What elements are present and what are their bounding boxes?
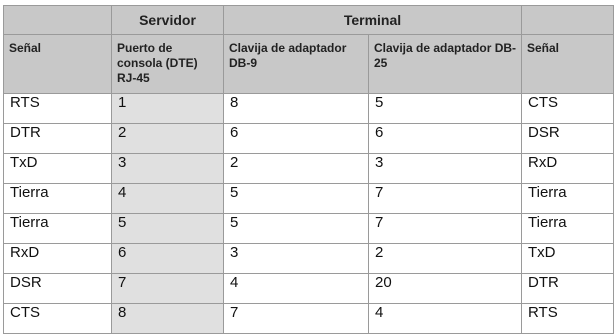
db25-pin-cell: 7 xyxy=(368,183,522,214)
rj45-pin-cell: 3 xyxy=(111,153,224,184)
db9-pin-cell: 8 xyxy=(223,93,369,124)
signal-terminal-cell: DSR xyxy=(521,123,614,154)
signal-terminal-cell: Tierra xyxy=(521,183,614,214)
table-row: RxD 6 3 2 TxD xyxy=(3,243,614,274)
db9-pin-cell: 5 xyxy=(223,213,369,244)
signal-terminal-cell: DTR xyxy=(521,273,614,304)
signal-server-cell: DTR xyxy=(3,123,112,154)
db9-pin-cell: 4 xyxy=(223,273,369,304)
db25-pin-cell: 3 xyxy=(368,153,522,184)
db25-pin-cell: 4 xyxy=(368,303,522,334)
db25-pin-cell: 2 xyxy=(368,243,522,274)
signal-server-cell: DSR xyxy=(3,273,112,304)
db25-pin-cell: 20 xyxy=(368,273,522,304)
signal-server-cell: CTS xyxy=(3,303,112,334)
signal-terminal-cell: RxD xyxy=(521,153,614,184)
signal-server-cell: RTS xyxy=(3,93,112,124)
rj45-pin-cell: 5 xyxy=(111,213,224,244)
signal-terminal-cell: RTS xyxy=(521,303,614,334)
signal-server-cell: Tierra xyxy=(3,183,112,214)
rj45-pin-cell: 7 xyxy=(111,273,224,304)
rj45-pin-cell: 1 xyxy=(111,93,224,124)
db9-pin-cell: 2 xyxy=(223,153,369,184)
db9-pin-cell: 7 xyxy=(223,303,369,334)
column-header-senal-server: Señal xyxy=(3,34,112,94)
db9-pin-cell: 5 xyxy=(223,183,369,214)
group-header-blank-left xyxy=(3,5,112,35)
group-header-blank-right xyxy=(521,5,614,35)
rj45-pin-cell: 8 xyxy=(111,303,224,334)
column-header-db9: Clavija de adaptador DB-9 xyxy=(223,34,369,94)
signal-server-cell: RxD xyxy=(3,243,112,274)
rj45-pin-cell: 2 xyxy=(111,123,224,154)
rj45-pin-cell: 6 xyxy=(111,243,224,274)
db25-pin-cell: 7 xyxy=(368,213,522,244)
signal-server-cell: Tierra xyxy=(3,213,112,244)
signal-terminal-cell: CTS xyxy=(521,93,614,124)
table-row: RTS 1 8 5 CTS xyxy=(3,93,614,124)
column-header-db25: Clavija de adaptador DB-25 xyxy=(368,34,522,94)
table-row: CTS 8 7 4 RTS xyxy=(3,303,614,334)
column-header-rj45: Puerto de consola (DTE) RJ-45 xyxy=(111,34,224,94)
table-row: DTR 2 6 6 DSR xyxy=(3,123,614,154)
table-row: DSR 7 4 20 DTR xyxy=(3,273,614,304)
table-row: Tierra 4 5 7 Tierra xyxy=(3,183,614,214)
signal-terminal-cell: Tierra xyxy=(521,213,614,244)
table-row: Tierra 5 5 7 Tierra xyxy=(3,213,614,244)
column-header-row: Señal Puerto de consola (DTE) RJ-45 Clav… xyxy=(3,34,614,94)
signal-server-cell: TxD xyxy=(3,153,112,184)
db25-pin-cell: 5 xyxy=(368,93,522,124)
console-pinout-table: Servidor Terminal Señal Puerto de consol… xyxy=(3,5,614,334)
rj45-pin-cell: 4 xyxy=(111,183,224,214)
table-row: TxD 3 2 3 RxD xyxy=(3,153,614,184)
signal-terminal-cell: TxD xyxy=(521,243,614,274)
column-header-senal-terminal: Señal xyxy=(521,34,614,94)
group-header-terminal: Terminal xyxy=(223,5,522,35)
db9-pin-cell: 6 xyxy=(223,123,369,154)
db9-pin-cell: 3 xyxy=(223,243,369,274)
group-header-servidor: Servidor xyxy=(111,5,224,35)
pinout-table-container: Servidor Terminal Señal Puerto de consol… xyxy=(3,5,614,334)
group-header-row: Servidor Terminal xyxy=(3,5,614,35)
db25-pin-cell: 6 xyxy=(368,123,522,154)
